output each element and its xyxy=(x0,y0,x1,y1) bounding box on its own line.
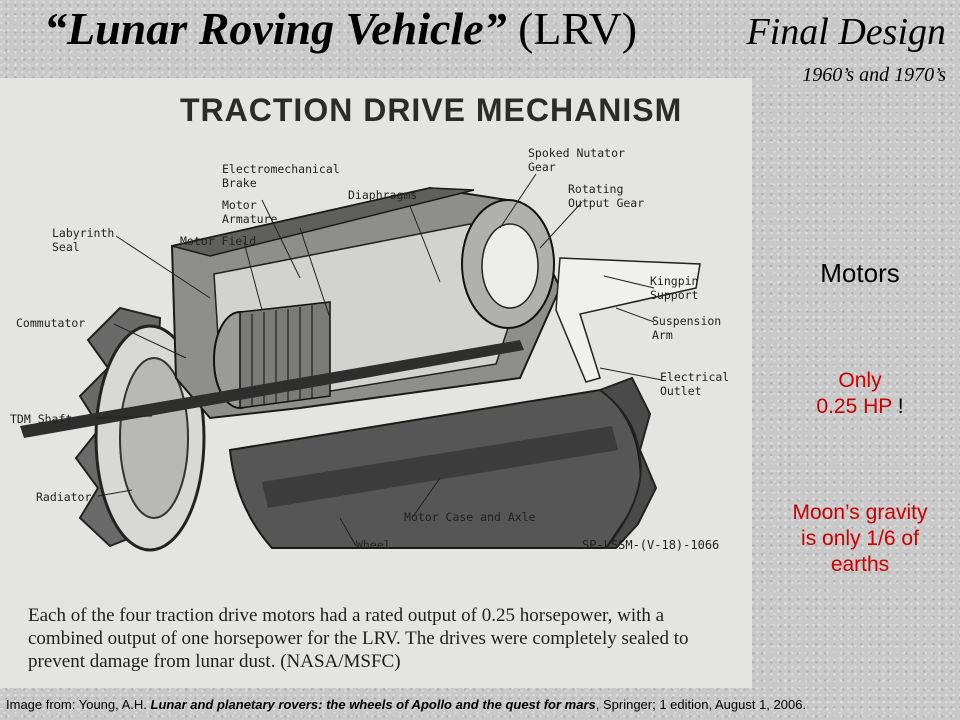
label-motor-case-axle: Motor Case and Axle xyxy=(404,510,536,524)
label-diaphragms: Diaphragms xyxy=(348,188,418,202)
label-motor-armature: Motor Armature xyxy=(222,198,278,226)
gravity-note: Moon’s gravity is only 1/6 of earths xyxy=(792,501,928,576)
wheel-band xyxy=(262,426,618,508)
title-quoted: “Lunar Roving Vehicle” xyxy=(44,3,507,54)
wheel-rim-inner xyxy=(119,357,189,519)
credit-suffix: , Springer; 1 edition, August 1, 2006. xyxy=(595,697,807,712)
label-kingpin-support: Kingpin Support xyxy=(650,274,699,302)
page-title: “Lunar Roving Vehicle” (LRV) xyxy=(44,3,638,55)
horsepower-note-line2: 0.25 HP ! xyxy=(760,394,960,420)
drive-shaft xyxy=(20,340,524,438)
figure-caption: Each of the four traction drive motors h… xyxy=(28,605,689,672)
era-label: 1960’s and 1970’s xyxy=(802,64,946,86)
figure-code: SP-LSSM-(V-18)-1066 xyxy=(582,538,720,552)
title-abbrev: (LRV) xyxy=(518,3,638,54)
exclamation-mark: ! xyxy=(897,395,904,418)
horsepower-note: Only 0.25 HP ! xyxy=(760,368,960,420)
label-tdm-shaft: TDM Shaft xyxy=(10,412,73,426)
nutator-gear xyxy=(481,223,539,309)
wheel-tread-right xyxy=(597,376,658,549)
figure-heading: TRACTION DRIVE MECHANISM xyxy=(180,92,683,128)
label-labyrinth-seal: Labyrinth Seal xyxy=(52,226,115,254)
subtitle-final-design: Final Design xyxy=(746,11,946,53)
housing-top xyxy=(171,187,475,257)
horsepower-value: 0.25 HP xyxy=(816,395,892,418)
label-spoked-nutator-gear: Spoked Nutator Gear xyxy=(528,146,625,174)
label-rotating-output-gear: Rotating Output Gear xyxy=(568,182,645,210)
image-credit: Image from: Young, A.H. Lunar and planet… xyxy=(6,697,806,712)
motors-heading: Motors xyxy=(820,258,900,288)
label-wheel: Wheel xyxy=(356,538,391,552)
label-commutator: Commutator xyxy=(16,316,86,330)
horsepower-note-line1: Only xyxy=(838,369,882,392)
label-suspension-arm: Suspension Arm xyxy=(652,314,722,342)
label-electrical-outlet: Electrical Outlet xyxy=(660,370,730,398)
traction-drive-drawing xyxy=(20,173,701,552)
credit-book-title: Lunar and planetary rovers: the wheels o… xyxy=(150,697,596,712)
label-motor-field: Motor Field xyxy=(180,234,257,248)
label-radiator: Radiator xyxy=(36,490,92,504)
traction-drive-figure: TRACTION DRIVE MECHANISM Electromechanic… xyxy=(0,78,752,688)
credit-prefix: Image from: Young, A.H. xyxy=(6,697,151,712)
leader-lines xyxy=(95,173,663,547)
suspension-bracket xyxy=(555,257,701,383)
label-electromechanical-brake: Electromechanical Brake xyxy=(222,162,340,190)
